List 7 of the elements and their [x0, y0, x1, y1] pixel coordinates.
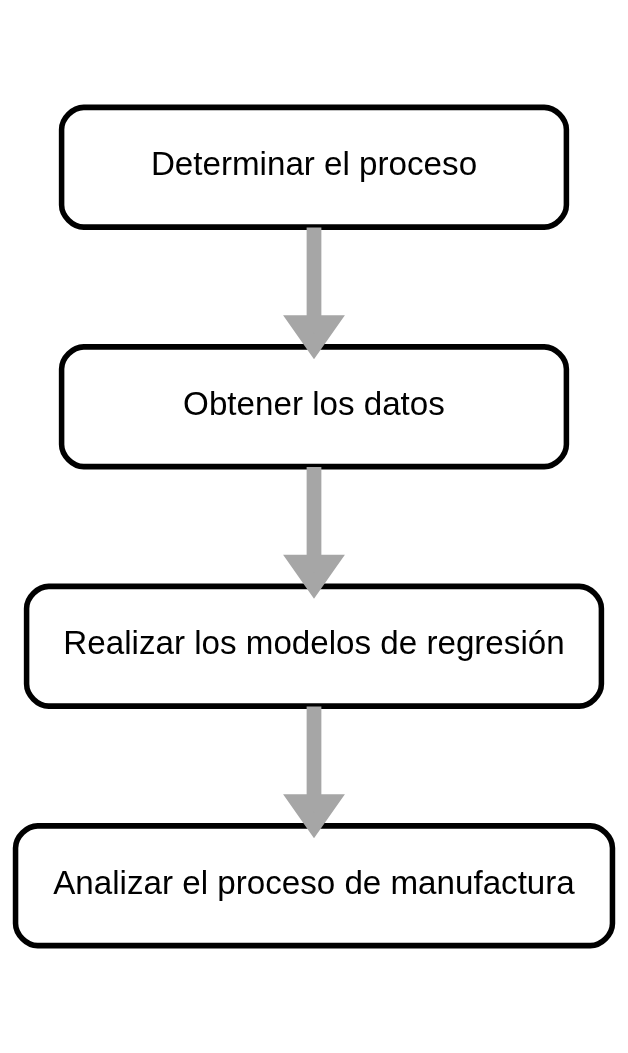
- arrow: [283, 227, 345, 360]
- arrow: [283, 466, 345, 599]
- node-box: Determinar el proceso: [58, 104, 570, 230]
- node-box: Realizar los modelos de regresión: [23, 583, 605, 709]
- node-box: Obtener los datos: [58, 344, 570, 470]
- arrow: [283, 706, 345, 839]
- node-box: Analizar el proceso de manufactura: [12, 823, 616, 949]
